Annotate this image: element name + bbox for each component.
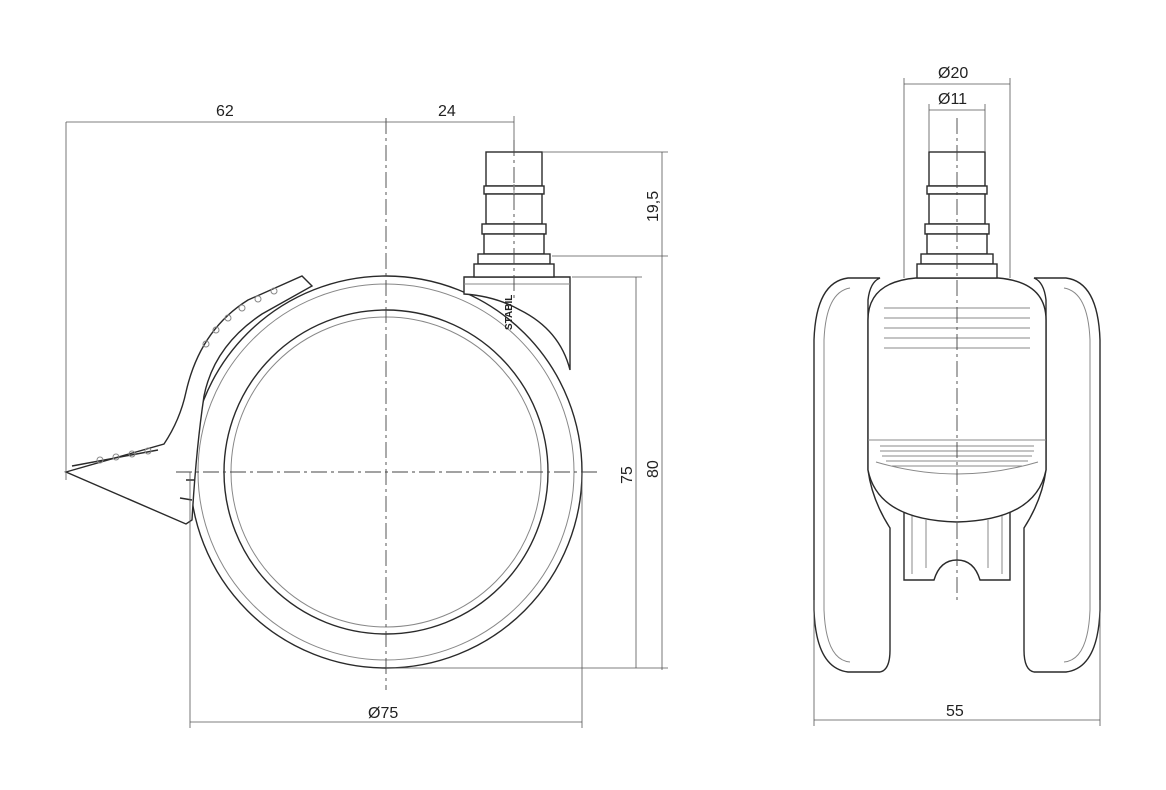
dim-wheel-diameter-label: Ø75: [368, 705, 398, 722]
dim-62-label: 62: [216, 103, 234, 120]
dim-inner-stem-diameter-label: Ø11: [938, 91, 967, 108]
dim-55-label: 55: [946, 703, 964, 720]
front-view: Ø20 Ø11 55: [813, 65, 1101, 726]
dim-outer-stem-diameter-label: Ø20: [938, 65, 968, 82]
dim-80-label: 80: [645, 460, 662, 478]
dim-19-5-label: 19,5: [645, 191, 662, 222]
dim-24-label: 24: [438, 103, 456, 120]
brake-lever: [63, 275, 314, 525]
front-left-wheel: [813, 277, 891, 673]
housing-block: [463, 276, 571, 371]
side-view: STABIL 62: [63, 103, 668, 728]
dim-75-height-label: 75: [619, 466, 636, 484]
front-right-wheel: [1023, 277, 1101, 673]
brand-mark: STABIL: [504, 295, 515, 330]
